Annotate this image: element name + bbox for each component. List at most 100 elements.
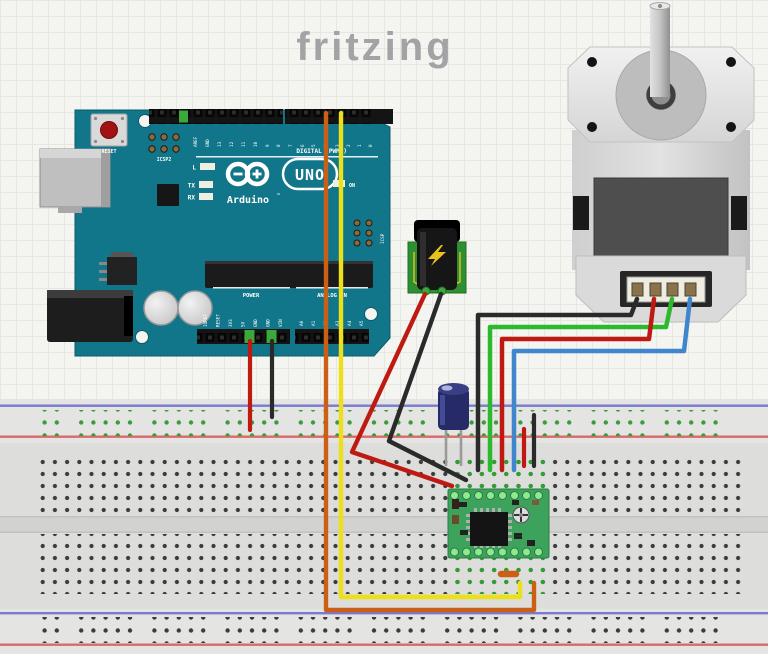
channel-edge	[0, 531, 768, 533]
electrolytic-capacitor[interactable]	[438, 383, 469, 466]
pin-label: 5V	[241, 321, 247, 327]
pin-label: 13	[217, 141, 223, 147]
cap-body	[438, 388, 469, 430]
top-rail-blue-line	[0, 404, 768, 407]
pin-label: A1	[311, 320, 317, 326]
pin-label: AREF	[193, 136, 199, 147]
channel-edge	[0, 516, 768, 518]
arduino-uno-board[interactable]: RESET ICSP2 AREF GND 13 12 11 10 9 8 7 6…	[39, 109, 393, 357]
chip-highlight	[205, 261, 373, 264]
stepper-motor[interactable]	[567, 2, 755, 323]
icsp2-label: ICSP2	[157, 157, 172, 163]
capacitor-smd	[177, 290, 213, 326]
screw-hole	[726, 122, 736, 132]
pin-label: 3V3	[228, 319, 234, 327]
bottom-rail-holes	[36, 617, 732, 643]
pin-label: A4	[347, 320, 353, 326]
cap-top-highlight	[441, 385, 453, 391]
smd-components	[452, 499, 539, 546]
motor-shaft	[650, 5, 670, 97]
connector-pin	[666, 282, 679, 297]
pin-label: A5	[359, 320, 365, 326]
wire-orange-step[interactable]	[323, 110, 537, 613]
reset-button[interactable]	[90, 113, 128, 147]
bottom-rail-red-line	[0, 643, 768, 646]
top-rail-holes	[36, 410, 732, 436]
silkscreen-line	[213, 287, 290, 289]
pin-label: 12	[229, 141, 235, 147]
analog-label: ANALOG IN	[317, 293, 347, 299]
pin-label: 0	[368, 144, 374, 147]
uno-oval	[281, 157, 339, 191]
pin-label: GND	[205, 139, 211, 147]
driver-chip	[466, 508, 512, 548]
led-tx	[199, 181, 213, 188]
uno-label: UNO	[295, 166, 325, 184]
usb-connector	[39, 148, 111, 213]
pin-label: 1	[357, 144, 363, 147]
power-label: POWER	[243, 293, 260, 299]
icsp2-header	[148, 133, 180, 153]
wire-black-power[interactable]	[386, 291, 469, 483]
pin-label: 6	[300, 144, 306, 147]
connector-pin	[631, 282, 644, 297]
breadboard[interactable]	[0, 399, 768, 654]
pin-label: A0	[299, 320, 305, 326]
led-l-label: L	[192, 165, 196, 172]
pin-label: IOREF	[203, 314, 209, 327]
pin-label: 11	[241, 141, 247, 147]
motor-notch-right	[731, 196, 747, 230]
digital-header-left-pins	[149, 109, 283, 124]
led-rx	[199, 193, 213, 200]
analog-header-pins	[295, 329, 369, 344]
led-rx-label: RX	[188, 195, 196, 202]
screw-hole	[726, 57, 736, 67]
lightning-bolt-icon	[428, 245, 446, 266]
usb-interface-chip	[157, 184, 179, 206]
wire-red-power[interactable]	[349, 291, 455, 489]
cap-stripe	[440, 395, 445, 425]
connected-pin-highlight	[179, 110, 188, 123]
wire-red-motor[interactable]	[499, 296, 657, 473]
potentiometer[interactable]	[512, 506, 530, 524]
power-jack-arduino	[47, 290, 133, 342]
stepper-driver-breakout[interactable]	[447, 488, 550, 559]
motor-lamination	[593, 177, 729, 257]
pin-label: 9	[265, 144, 271, 147]
power-jack-breakout[interactable]	[407, 220, 467, 296]
arduino-logo	[225, 161, 270, 187]
pin-label: VIN	[278, 319, 284, 327]
top-rail-red-line	[0, 435, 768, 438]
reset-label: RESET	[101, 149, 116, 155]
motor-notch-left	[573, 196, 589, 230]
wire-yellow-dir[interactable]	[338, 110, 523, 600]
fritzing-watermark: fritzing	[296, 25, 453, 69]
icsp-header	[353, 219, 373, 247]
pin-label: A3	[335, 320, 341, 326]
silkscreen-line	[196, 156, 378, 158]
serial-header[interactable]	[371, 109, 393, 124]
connected-pin-highlight	[266, 330, 277, 343]
pin-label: 10	[253, 141, 259, 147]
pin-label: 2	[346, 144, 352, 147]
arduino-tm: ™	[277, 193, 280, 199]
atmega-chip	[205, 261, 373, 288]
main-grid-bottom	[33, 534, 747, 594]
wire-green-motor[interactable]	[487, 296, 675, 473]
wire-black-motor[interactable]	[475, 296, 640, 473]
led-l	[200, 163, 215, 170]
mounting-hole	[135, 330, 149, 344]
driver-pads-top	[450, 491, 543, 500]
icsp-label: ICSP	[380, 233, 386, 244]
wire-blue-motor[interactable]	[511, 296, 693, 473]
pin-label: GND	[266, 319, 272, 327]
shaft-center	[658, 4, 662, 8]
pin-label: 5	[311, 144, 317, 147]
mounting-hole	[364, 307, 378, 321]
arduino-brand-label: Arduino	[227, 194, 269, 206]
connector-pin	[649, 282, 662, 297]
pin-label: GND	[253, 319, 259, 327]
capacitor-smd	[143, 290, 179, 326]
silkscreen-line	[296, 287, 368, 289]
